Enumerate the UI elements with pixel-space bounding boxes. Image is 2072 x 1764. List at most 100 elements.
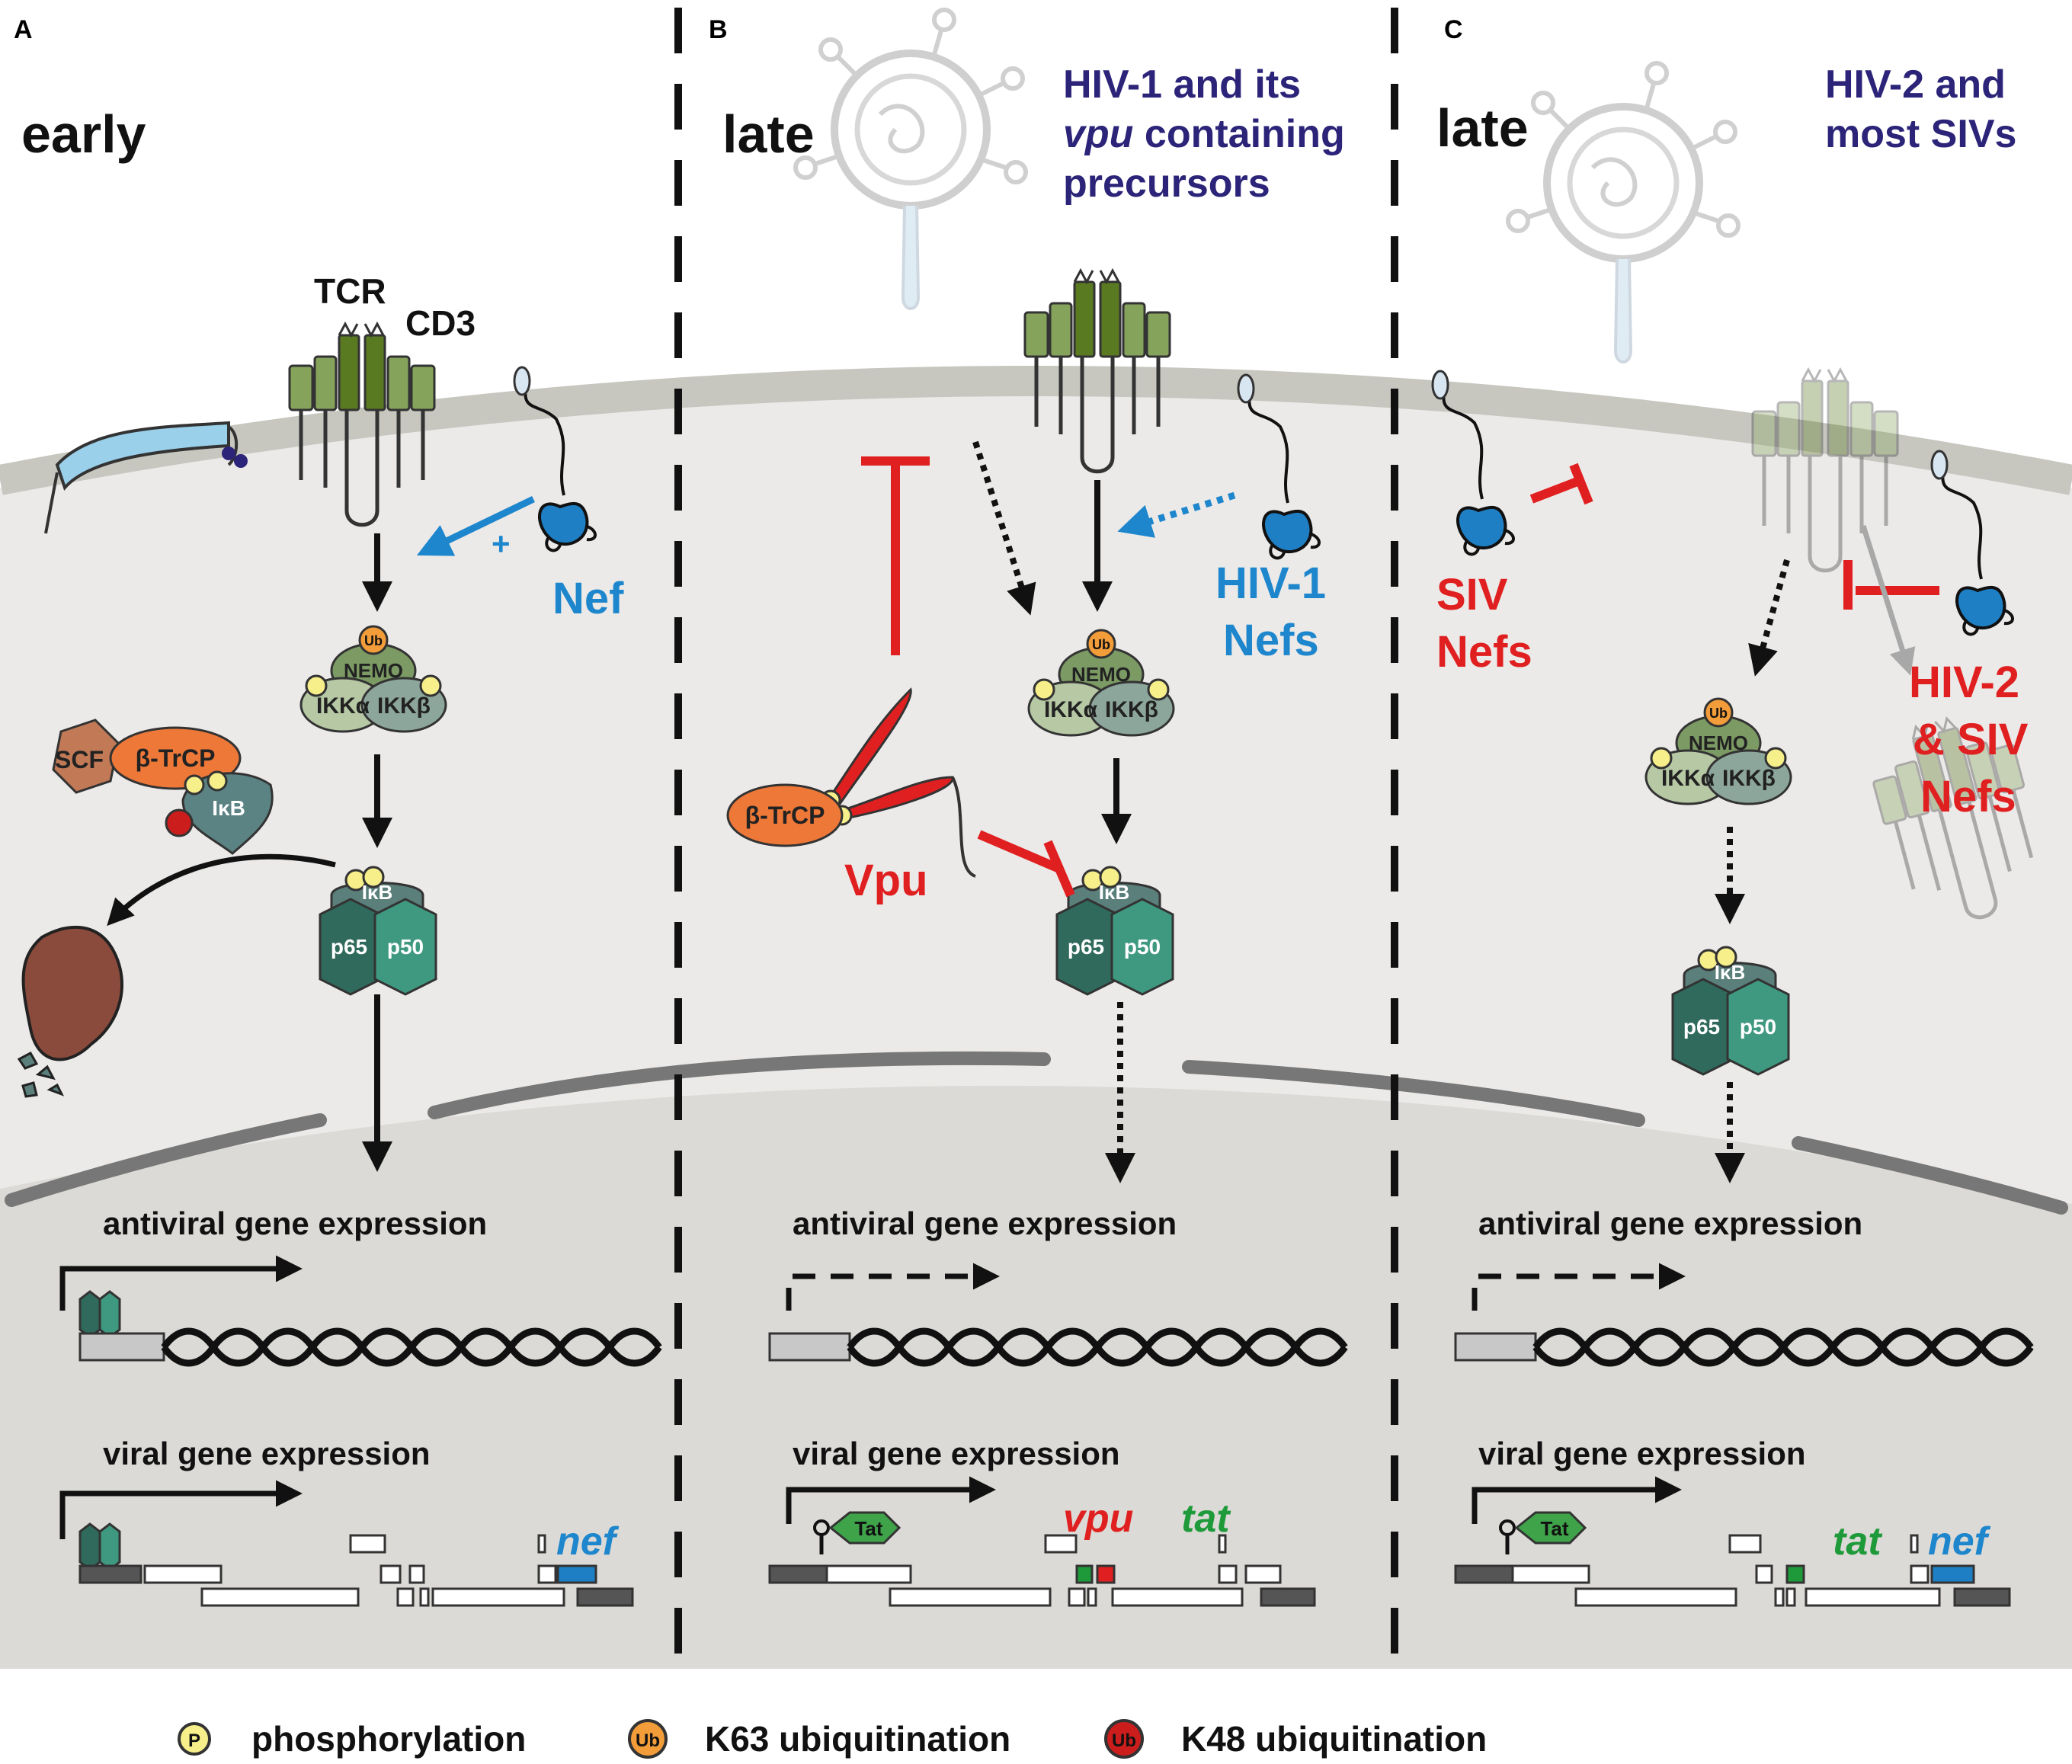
downregulation-arrow — [1860, 524, 1916, 676]
ikkb-label: IKKβ — [1722, 766, 1776, 791]
nemo-label: NEMO — [1689, 732, 1748, 754]
tat-tar — [1499, 1511, 1587, 1554]
ikka-label: IKKα — [1044, 697, 1098, 722]
transcription-arrow — [786, 1263, 1000, 1311]
phosphorylation-legend: phosphorylation — [251, 1719, 526, 1759]
k48-legend: K48 ubiquitination — [1181, 1719, 1487, 1759]
k48-symbol — [1104, 1719, 1144, 1759]
panel-letter: A — [14, 15, 33, 44]
virion — [796, 10, 1026, 309]
k63-symbol-label: Ub — [636, 1730, 660, 1751]
plus-sign: + — [492, 526, 511, 562]
nef-gene-label: nef — [1928, 1519, 1991, 1564]
cd3-label: CD3 — [405, 303, 476, 343]
tat-box-label: Tat — [1540, 1517, 1568, 1540]
nef-enhance-arrow — [416, 495, 535, 556]
k63-legend: K63 ubiquitination — [705, 1719, 1010, 1759]
stage-label: late — [1436, 98, 1529, 158]
hiv2-nefs-line2: & SIV — [1913, 715, 2029, 764]
hiv2-nefs-line1: HIV-2 — [1909, 658, 2019, 707]
tat-gene-label: tat — [1833, 1519, 1883, 1564]
viral-label: viral gene expression — [793, 1436, 1120, 1471]
ikb-label: IκB — [362, 881, 393, 904]
ikb-label: IκB — [1715, 961, 1746, 984]
hiv2-nef-inhibition — [1843, 560, 1939, 610]
promoter-binding — [78, 1290, 121, 1339]
header-vpu-italic: vpu — [1063, 112, 1133, 156]
tat-gene-label: tat — [1181, 1497, 1231, 1541]
header-line3: precursors — [1063, 162, 1270, 206]
transcription-arrow — [59, 1255, 303, 1311]
tcr-label: TCR — [314, 271, 386, 311]
phosphorylation-symbol — [178, 1722, 211, 1756]
virion — [1508, 63, 1738, 362]
ikka-label: IKKα — [316, 693, 370, 719]
siv-nef-inhibition — [1529, 463, 1593, 505]
header-line1: HIV-2 and — [1825, 62, 2006, 107]
k48-symbol-label: Ub — [1112, 1730, 1136, 1751]
transcription-arrow — [1472, 1476, 1682, 1524]
transcription-arrow — [786, 1476, 996, 1524]
ikkb-label: IKKβ — [1105, 697, 1158, 722]
p50-label: p50 — [1124, 935, 1161, 959]
proteasome — [21, 925, 123, 1061]
header-line1: HIV-1 and its — [1063, 62, 1301, 107]
hiv2-nefs-line3: Nefs — [1920, 772, 2016, 821]
promoter-box — [768, 1332, 851, 1362]
vpu-inhibition-bar — [861, 456, 930, 655]
genome-map — [1454, 1534, 2011, 1607]
antiviral-label: antiviral gene expression — [103, 1205, 487, 1241]
antiviral-label: antiviral gene expression — [1478, 1205, 1862, 1241]
vpu-gene-label: vpu — [1063, 1497, 1133, 1541]
promoter-box — [1454, 1332, 1537, 1362]
scf-btrcp-complex — [52, 719, 274, 855]
vpu-nfkb-inhibition — [977, 830, 1075, 898]
ikb-small-label: IκB — [212, 796, 245, 820]
tat-box-label: Tat — [854, 1517, 882, 1540]
nef-gene-label: nef — [556, 1519, 620, 1564]
ikka-label: IKKα — [1661, 766, 1715, 791]
degradation-arrow — [107, 853, 336, 927]
header-line2-rest: containing — [1133, 112, 1344, 156]
stage-label: late — [722, 104, 815, 164]
btrcp — [726, 783, 844, 847]
stage-label: early — [21, 104, 146, 164]
p50-label: p50 — [387, 935, 424, 959]
degraded-fragments — [17, 1051, 65, 1098]
panel-letter: C — [1444, 15, 1463, 44]
tat-tar — [813, 1511, 901, 1554]
header-line2: most SIVs — [1825, 112, 2016, 156]
phosphorylation-symbol-label: P — [188, 1730, 200, 1751]
ub-mark: Ub — [1709, 706, 1728, 721]
transcription-arrow — [59, 1480, 303, 1539]
ikb-label: IκB — [1099, 881, 1130, 904]
cd28-receptor — [44, 421, 248, 534]
ub-mark: Ub — [1092, 637, 1110, 652]
scf-label: SCF — [55, 746, 104, 773]
promoter-box — [78, 1332, 165, 1362]
p50-label: p50 — [1740, 1015, 1776, 1039]
siv-nefs-line2: Nefs — [1436, 627, 1532, 677]
legend: P phosphorylation Ub K63 ubiquitination … — [178, 1719, 1487, 1759]
transcription-arrow — [1472, 1263, 1686, 1311]
p65-label: p65 — [331, 935, 367, 959]
nuclear-envelope — [5, 1051, 2068, 1215]
p65-label: p65 — [1683, 1015, 1720, 1039]
nef-label: Nef — [552, 574, 624, 623]
viral-label: viral gene expression — [103, 1436, 431, 1471]
k63-symbol — [628, 1719, 668, 1759]
ikkb-label: IKKβ — [377, 693, 431, 719]
viral-label: viral gene expression — [1478, 1436, 1806, 1471]
virus-signal-arrow — [972, 440, 1036, 616]
ub-mark: Ub — [364, 633, 383, 648]
nemo-label: NEMO — [344, 659, 403, 682]
btrcp-label: β-TrCP — [745, 802, 825, 829]
vpu-protein — [820, 687, 976, 878]
promoter-binding — [78, 1522, 121, 1571]
genome-map — [768, 1534, 1316, 1607]
btrcp-label: β-TrCP — [136, 744, 216, 772]
vpu-label: Vpu — [844, 856, 928, 905]
hiv1-nefs-line1: HIV-1 — [1215, 559, 1326, 608]
